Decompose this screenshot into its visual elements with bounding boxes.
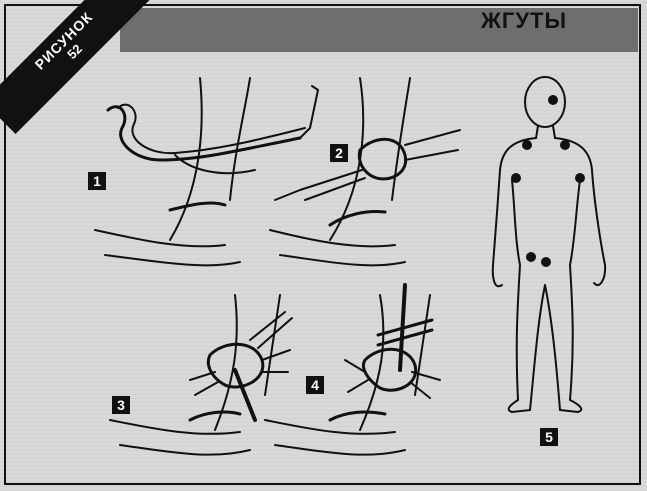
figure-frame	[4, 4, 641, 485]
